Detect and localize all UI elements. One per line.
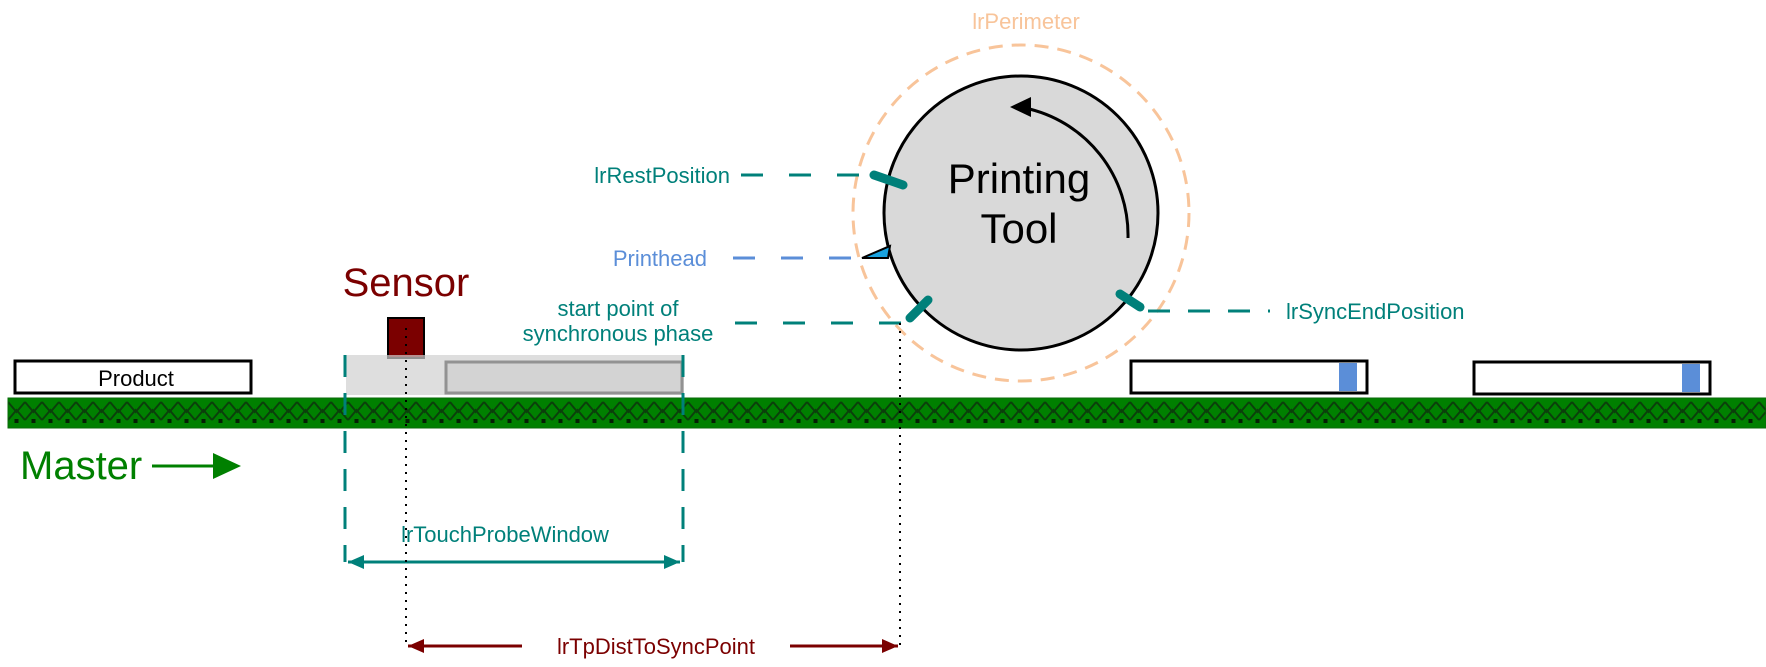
- perimeter-label: lrPerimeter: [972, 9, 1080, 34]
- rotation-arrow: [1024, 106, 1130, 239]
- product-3: [1472, 360, 1712, 396]
- printing-tool-label-line1: Printing: [948, 155, 1090, 202]
- product-2: [1129, 359, 1369, 395]
- conveyor-belt: [7, 397, 1766, 429]
- master-arrowhead-icon: [213, 453, 241, 479]
- touch-probe-window-overlay: [346, 355, 684, 395]
- printing-tool-label-line2: Tool: [980, 205, 1057, 252]
- master-label: Master: [20, 444, 142, 488]
- product-3-print-mark: [1682, 364, 1700, 392]
- sensor-label: Sensor: [343, 261, 470, 305]
- sync-start-label-line1: start point of: [557, 296, 679, 321]
- tp-window-label: lrTouchProbeWindow: [401, 522, 609, 547]
- perimeter-circle: [851, 43, 1191, 383]
- tp-dist-label: lrTpDistToSyncPoint: [557, 634, 755, 659]
- rest-position-marker: [869, 170, 908, 190]
- sync-start-label-line2: synchronous phase: [523, 321, 714, 346]
- printhead-label: Printhead: [613, 246, 707, 271]
- product-0: [13, 359, 253, 395]
- rotation-arrowhead-icon: [1010, 97, 1031, 117]
- rest-position-label: lrRestPosition: [594, 163, 730, 188]
- product-0-label: Product: [98, 366, 174, 391]
- sync-start-marker: [905, 295, 933, 323]
- sync-end-marker: [1115, 289, 1145, 312]
- product-2-print-mark: [1339, 363, 1357, 391]
- sync-end-label: lrSyncEndPosition: [1286, 299, 1465, 324]
- printhead-icon: [861, 244, 892, 259]
